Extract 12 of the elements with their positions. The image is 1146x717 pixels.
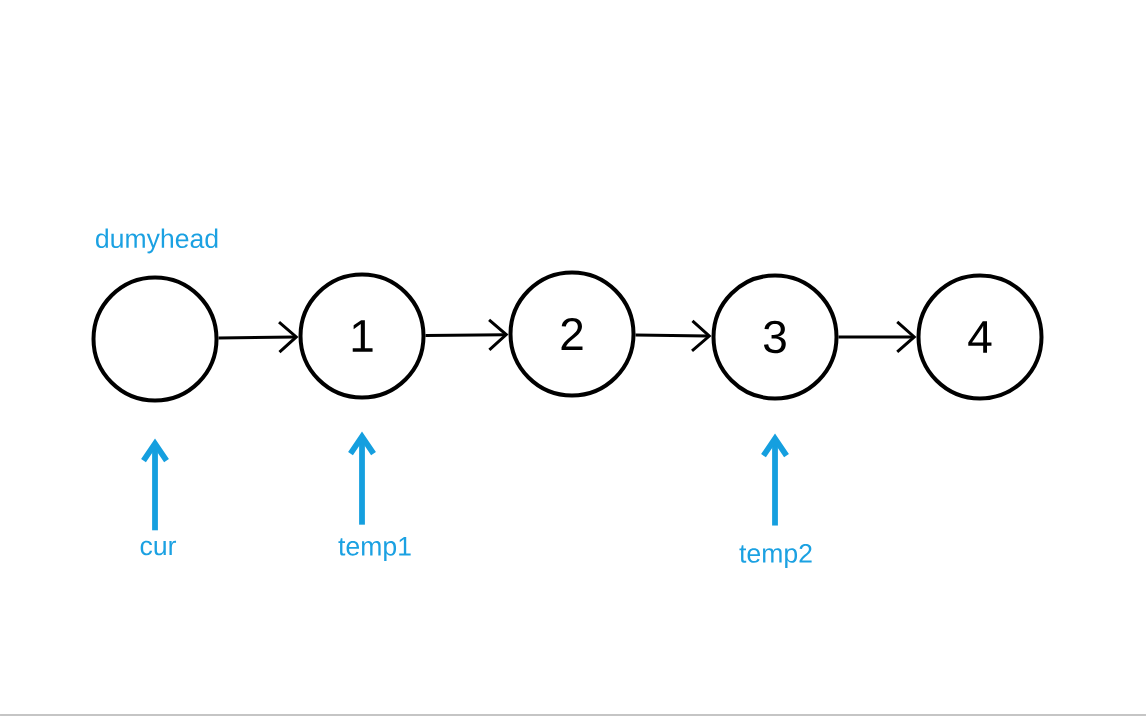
arrow bbox=[838, 320, 917, 354]
arrow bbox=[635, 319, 712, 352]
pointer-label: temp2 bbox=[739, 543, 812, 569]
arrow bbox=[218, 321, 299, 354]
node-label: dumyhead bbox=[96, 228, 218, 254]
pointer-arrow bbox=[141, 438, 169, 531]
pointer-arrow bbox=[761, 433, 789, 526]
arrow bbox=[425, 318, 509, 351]
pointer-label: temp1 bbox=[338, 537, 411, 561]
pointer-label: cur bbox=[140, 540, 177, 556]
pointer-arrow bbox=[348, 431, 376, 525]
node-circle bbox=[91, 275, 219, 403]
